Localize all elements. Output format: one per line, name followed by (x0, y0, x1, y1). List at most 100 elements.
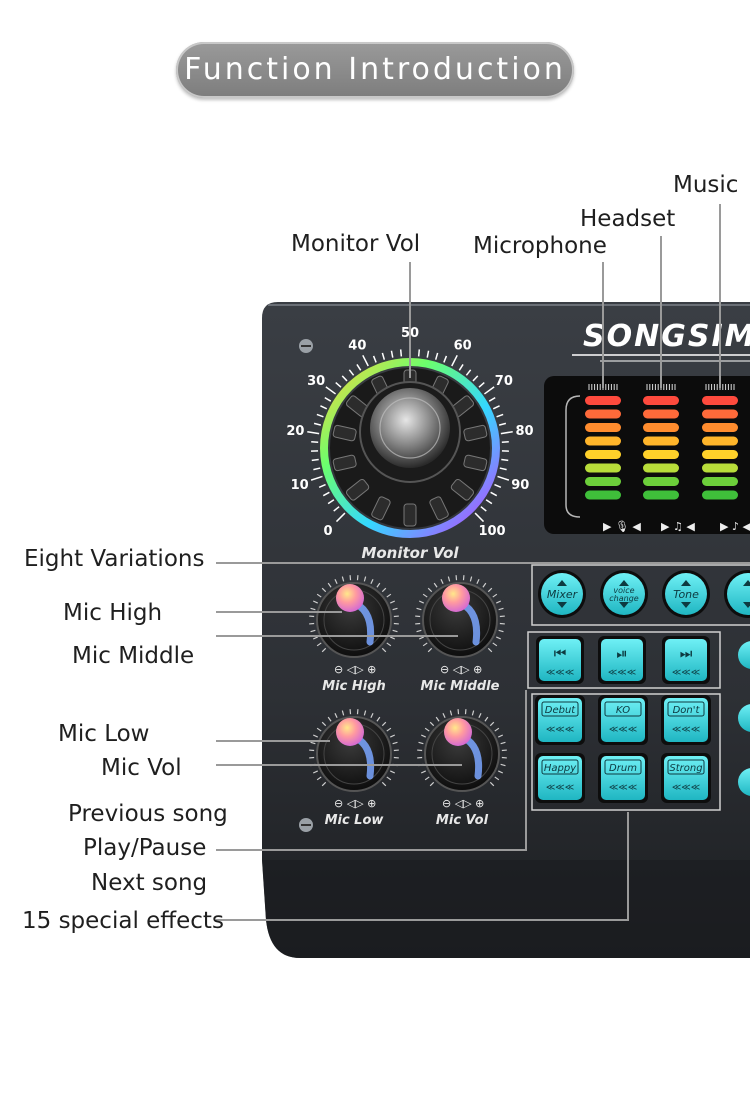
svg-text:⊖ ◁▷ ⊕: ⊖ ◁▷ ⊕ (334, 663, 376, 676)
meter-segment (585, 409, 621, 419)
knob-label: Mic Low (325, 813, 385, 828)
svg-text:⏮: ⏮ (554, 646, 567, 662)
callout-headset: Headset (580, 206, 676, 232)
svg-text:⊖ ◁▷ ⊕: ⊖ ◁▷ ⊕ (440, 663, 482, 676)
dial-scale-label: 30 (307, 374, 325, 389)
effect-pad-label: KO (616, 705, 630, 716)
callout-lines (216, 204, 750, 921)
brand-logo: SONGSIM (583, 319, 750, 354)
knob-label: Mic High (322, 679, 386, 694)
previous-icon[interactable]: ⏮≪≪≪ (536, 636, 584, 684)
effect-pad[interactable]: Debut ≪≪≪ (535, 695, 585, 745)
mic-vol-knob[interactable]: ⊖ ◁▷ ⊕ Mic Vol (417, 709, 507, 828)
dial-scale-label: 80 (516, 424, 534, 439)
knob-label: Mic Middle (421, 679, 500, 694)
microphone-meter-icon: ▶ 🎙 ◀ (603, 520, 641, 533)
callout-next-song: Next song (91, 870, 208, 896)
meter-segment (702, 490, 738, 500)
mic-middle-knob[interactable]: ⊖ ◁▷ ⊕ Mic Middle (415, 575, 505, 694)
svg-text:Tone: Tone (673, 588, 699, 601)
variations-group-outline (531, 564, 750, 626)
variation-button[interactable]: Tone (662, 570, 710, 618)
callout-monitor-vol: Monitor Vol (291, 231, 421, 257)
effect-pad-label: Don't (673, 705, 701, 716)
svg-text:⊖ ◁▷ ⊕: ⊖ ◁▷ ⊕ (442, 797, 484, 810)
meter-segment (585, 477, 621, 486)
meter-segment (585, 490, 621, 500)
dial-scale-label: 20 (286, 424, 304, 439)
next-icon[interactable]: ⏭ ≪≪≪ (662, 636, 710, 684)
svg-text:≪≪≪: ≪≪≪ (608, 668, 636, 678)
meter-segment (643, 477, 679, 486)
effect-pad[interactable]: Drum≪≪≪ (598, 753, 648, 803)
dial-scale-label: 40 (348, 339, 366, 354)
callout-previous-song: Previous song (68, 801, 228, 827)
meter-segment (585, 396, 621, 405)
meter-segment (643, 450, 679, 459)
meter-segment (702, 436, 738, 446)
level-meters (585, 396, 738, 500)
meter-segment (643, 463, 679, 473)
effect-pad-label: Happy (544, 763, 577, 774)
play-pause-icon[interactable]: ⏯ ≪≪≪ (598, 636, 646, 684)
meter-segment (702, 396, 738, 405)
variation-button[interactable] (724, 570, 750, 618)
meter-segment (702, 477, 738, 486)
effect-pad-label: Strong (669, 763, 702, 774)
dial-scale-label: 70 (495, 374, 513, 389)
svg-text:voice: voice (613, 586, 634, 595)
svg-text:⏯: ⏯ (616, 646, 627, 662)
dial-scale-label: 10 (291, 478, 309, 493)
callout-play-pause: Play/Pause (83, 835, 207, 861)
knob-label: Mic Vol (436, 813, 489, 828)
dial-scale-label: 60 (454, 339, 472, 354)
svg-text:⏭: ⏭ (680, 646, 693, 662)
meter-segment (702, 409, 738, 419)
effect-pad[interactable]: Strong ≪≪≪ (661, 753, 711, 803)
svg-text:≪≪≪: ≪≪≪ (672, 668, 700, 678)
meter-segment (585, 463, 621, 473)
meter-segment (585, 436, 621, 446)
effect-pad[interactable]: KO ≪≪≪ (598, 695, 648, 745)
callout-mic-vol: Mic Vol (101, 755, 182, 781)
callout-mic-middle: Mic Middle (72, 643, 195, 669)
callout-eight-variations: Eight Variations (24, 546, 205, 572)
svg-text:≪≪≪: ≪≪≪ (546, 783, 574, 793)
effect-pad[interactable]: Happy ≪≪≪ (535, 753, 585, 803)
meter-segment (702, 450, 738, 459)
dial-scale-label: 0 (323, 524, 332, 539)
meter-segment (585, 450, 621, 459)
svg-text:change: change (609, 594, 639, 603)
screw-icon (299, 818, 313, 832)
svg-text:≪≪≪: ≪≪≪ (609, 783, 637, 793)
meter-segment (643, 409, 679, 419)
music-meter-icon: ▶ ♪ ◀ (720, 520, 750, 533)
monitor-vol-knob (370, 388, 450, 468)
meter-segment (702, 463, 738, 473)
svg-text:≪≪≪: ≪≪≪ (546, 725, 574, 735)
svg-text:≪≪≪: ≪≪≪ (672, 783, 700, 793)
svg-text:Mixer: Mixer (547, 588, 579, 601)
effect-pad-label: Debut (545, 705, 577, 716)
svg-text:≪≪≪: ≪≪≪ (672, 725, 700, 735)
meter-segment (643, 490, 679, 500)
dial-scale-label: 90 (511, 478, 529, 493)
meter-segment (643, 396, 679, 405)
callout-music: Music (673, 172, 739, 198)
effect-pad[interactable]: Don't ≪≪≪ (661, 695, 711, 745)
callout-mic-high: Mic High (63, 600, 163, 626)
monitor-dial-scale (307, 344, 513, 523)
page-title: Function Introduction (176, 42, 574, 98)
mic-low-knob[interactable]: ⊖ ◁▷ ⊕Mic Low (309, 709, 399, 828)
meter-segment (643, 436, 679, 446)
callout-mic-low: Mic Low (58, 721, 150, 747)
callout-15-special-effects: 15 special effects (22, 908, 224, 934)
screw-icon (299, 339, 313, 353)
headset-meter-icon: ▶ ♫ ◀ (661, 520, 695, 533)
variation-button[interactable]: Mixer (538, 570, 586, 618)
meter-segment (643, 423, 679, 432)
svg-text:≪≪≪: ≪≪≪ (609, 725, 637, 735)
dial-scale-label: 100 (478, 524, 505, 539)
